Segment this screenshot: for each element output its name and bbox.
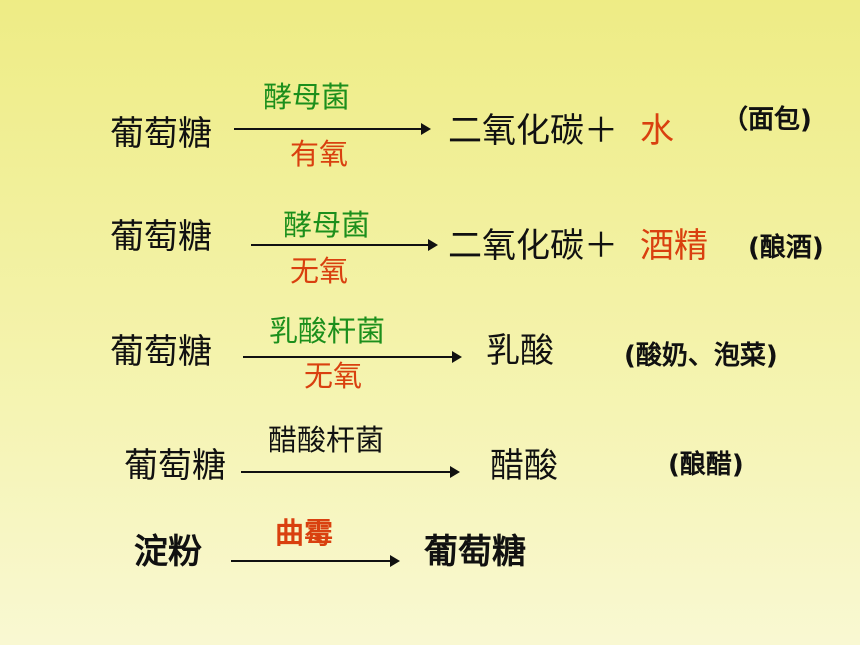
- row2-condition: 无氧: [290, 254, 349, 288]
- row3-condition: 无氧: [304, 359, 363, 393]
- row2-reactant: 葡萄糖: [110, 217, 212, 257]
- row1-product: 二氧化碳＋: [448, 111, 618, 151]
- row5-organism: 曲霉: [275, 516, 334, 550]
- row4-product: 醋酸: [490, 446, 558, 486]
- row2-organism: 酵母菌: [283, 208, 371, 242]
- row4-reactant: 葡萄糖: [124, 446, 226, 486]
- row5-reactant: 淀粉: [134, 532, 202, 572]
- row4-organism: 醋酸杆菌: [268, 423, 385, 457]
- row2-product-alcohol: 酒精: [640, 226, 708, 266]
- row5-arrow: [231, 555, 400, 567]
- row1-condition: 有氧: [290, 137, 349, 171]
- row1-product-water: 水: [640, 111, 674, 151]
- row1-arrow: [234, 123, 431, 135]
- row1-organism: 酵母菌: [263, 80, 351, 114]
- row1-application: （面包): [722, 105, 812, 135]
- row3-arrow: [243, 351, 462, 363]
- row2-product: 二氧化碳＋: [448, 226, 618, 266]
- row3-application: (酸奶、泡菜): [624, 341, 778, 371]
- row1-reactant: 葡萄糖: [110, 114, 212, 154]
- row4-application: (酿醋): [668, 450, 744, 480]
- row5-product: 葡萄糖: [424, 532, 526, 572]
- row3-organism: 乳酸杆菌: [269, 314, 386, 348]
- row3-product: 乳酸: [486, 331, 554, 371]
- row3-reactant: 葡萄糖: [110, 332, 212, 372]
- row2-arrow: [251, 239, 438, 251]
- row2-application: (酿酒): [748, 233, 824, 263]
- row4-arrow: [241, 466, 460, 478]
